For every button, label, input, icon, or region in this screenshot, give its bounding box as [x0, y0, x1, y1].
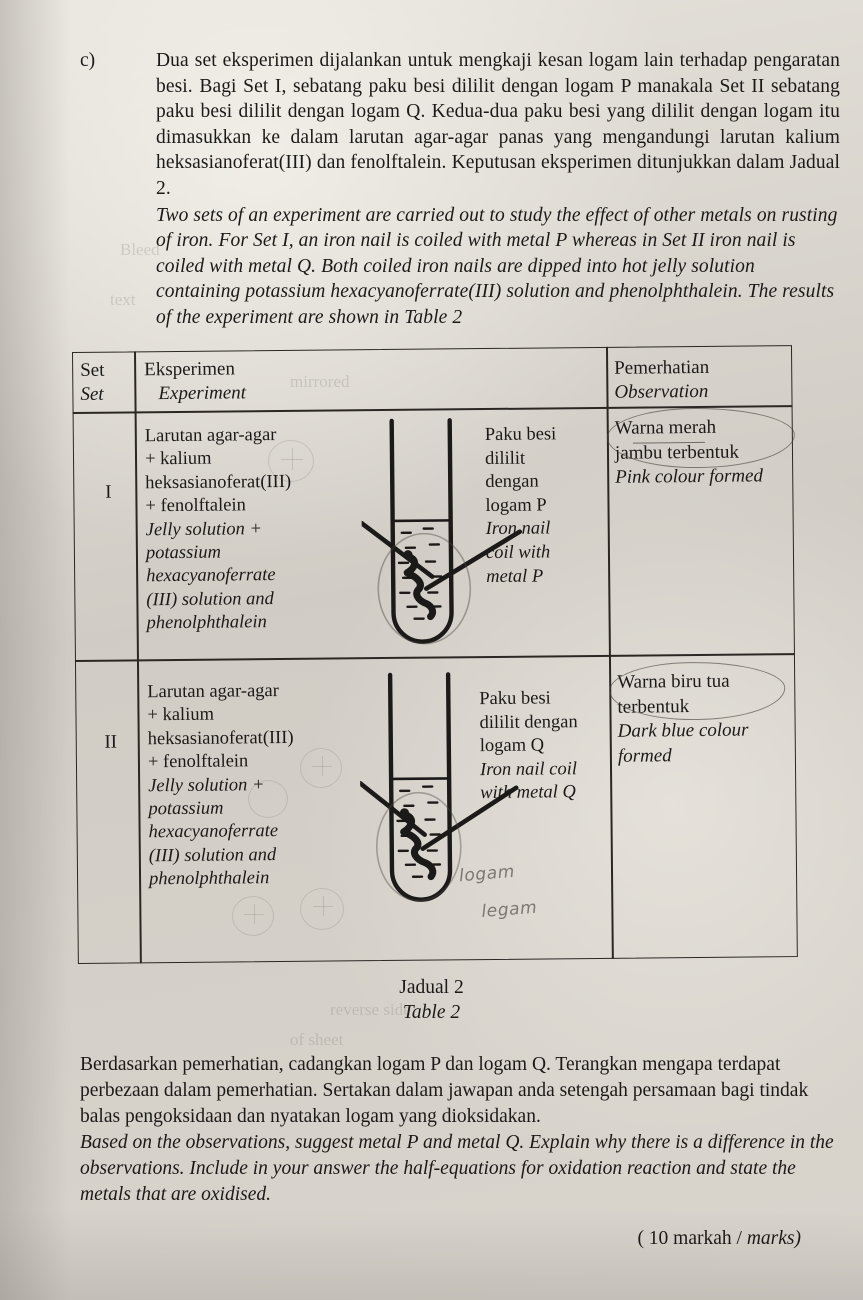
row1-exp-en-4: phenolphthalein	[146, 612, 267, 634]
closing-malay: Berdasarkan pemerhatian, cadangkan logam…	[80, 1054, 809, 1127]
header-cell-set: Set Set	[80, 358, 134, 407]
row2-exp-en-3: (III) solution and	[148, 844, 277, 867]
row1-label-my-2: dengan	[485, 471, 539, 493]
row1-exp-my-0: Larutan agar-agar	[144, 425, 277, 447]
row2-label-en-1: with metal Q	[480, 782, 576, 804]
scan-shadow-left	[0, 0, 70, 1300]
row2-label-en-0: Iron nail coil	[479, 758, 578, 780]
row2-diagram-label: Paku besi dililit dengan logam Q Iron na…	[479, 687, 612, 806]
question-text-malay: Dua set eksperimen dijalankan untuk meng…	[156, 50, 840, 199]
row2-exp-en-1: potassium	[148, 798, 224, 820]
header-experiment-english: Experiment	[158, 382, 247, 405]
row2-exp-my-0: Larutan agar-agar	[147, 681, 279, 703]
row2-set-value: II	[104, 731, 118, 753]
header-observation-malay: Pemerhatian	[614, 356, 710, 379]
row1-exp-my-3: + fenolftalein	[145, 495, 246, 517]
row2-experiment-text: Larutan agar-agar + kalium heksasianofer…	[147, 679, 389, 892]
row1-exp-my-1: + kalium	[144, 449, 212, 470]
row2-exp-en-4: phenolphthalein	[148, 868, 270, 890]
header-observation-english: Observation	[614, 380, 709, 403]
row1-label-my-3: logam P	[485, 495, 547, 516]
row1-obs-en-0: Pink colour formed	[615, 465, 764, 488]
results-table: Set Set Eksperimen Experiment Pemerhatia…	[72, 345, 798, 964]
row1-label-en-2: metal P	[486, 566, 544, 587]
row1-obs-my-1: jambu terbentuk	[614, 441, 740, 464]
caption-malay: Jadual 2	[399, 977, 464, 998]
row2-obs-my-1: terbentuk	[617, 695, 690, 718]
marks-malay: ( 10 markah /	[637, 1228, 747, 1249]
row2-obs-en-0: Dark blue colour	[617, 719, 749, 742]
caption-english: Table 2	[402, 1002, 461, 1023]
row1-label-en-0: Iron nail	[485, 518, 551, 540]
row1-experiment-text: Larutan agar-agar + kalium heksasianofer…	[145, 423, 387, 636]
row2-exp-my-3: + fenolftalein	[147, 751, 249, 773]
row1-label-en-1: coil with	[485, 542, 551, 564]
header-experiment-malay: Eksperimen	[144, 358, 236, 381]
row2-exp-en-2: hexacyanoferrate	[148, 821, 279, 843]
row1-observation: Warna merah jambu terbentuk Pink colour …	[615, 415, 826, 491]
row2-label-my-1: dililit dengan	[479, 711, 578, 733]
table-caption: Jadual 2 Table 2	[0, 975, 863, 1025]
row2-label-my-2: logam Q	[479, 735, 545, 757]
row2-exp-en-0: Jelly solution +	[148, 774, 265, 796]
row1-exp-en-2: hexacyanoferrate	[146, 565, 276, 587]
row2-obs-en-1: formed	[617, 744, 672, 767]
row2-label-my-0: Paku besi	[479, 688, 551, 710]
row1-exp-my-2: heksasianoferat(III)	[145, 471, 292, 494]
row2-exp-my-2: heksasianoferat(III)	[147, 727, 294, 750]
closing-english: Based on the observations, suggest metal…	[80, 1132, 834, 1205]
row1-exp-en-1: potassium	[145, 542, 222, 564]
header-set-malay: Set	[80, 359, 105, 381]
row1-set-value: I	[105, 481, 112, 503]
bleedthrough-text: of sheet	[290, 1030, 344, 1049]
row2-observation: Warna biru tua terbentuk Dark blue colou…	[617, 669, 828, 769]
header-cell-experiment: Eksperimen Experiment	[144, 355, 444, 406]
row-set-number: II	[84, 731, 138, 754]
closing-instruction: Berdasarkan pemerhatian, cadangkan logam…	[80, 1052, 850, 1208]
header-set-english: Set	[80, 383, 104, 405]
row1-label-my-1: dililit	[484, 448, 526, 469]
row2-obs-my-0: Warna biru tua	[617, 670, 730, 693]
marks-english: marks)	[746, 1228, 801, 1249]
scan-shadow-bottom	[0, 1210, 863, 1300]
row1-exp-en-3: (III) solution and	[146, 588, 274, 611]
question-label: c)	[80, 50, 96, 71]
row2-exp-my-1: + kalium	[147, 705, 215, 726]
row-set-number: I	[81, 481, 135, 504]
question-block: c) Dua set eksperimen dijalankan untuk m…	[80, 48, 840, 331]
row1-exp-en-0: Jelly solution +	[145, 518, 263, 540]
row1-diagram-label: Paku besi dililit dengan logam P Iron na…	[485, 423, 607, 589]
question-text-english: Two sets of an experiment are carried ou…	[156, 204, 838, 328]
row1-obs-my-0: Warna merah	[614, 416, 717, 439]
marks-allocation: ( 10 markah / marks)	[0, 1228, 801, 1250]
row1-label-my-0: Paku besi	[484, 424, 557, 446]
header-cell-observation: Pemerhatian Observation	[614, 355, 794, 405]
